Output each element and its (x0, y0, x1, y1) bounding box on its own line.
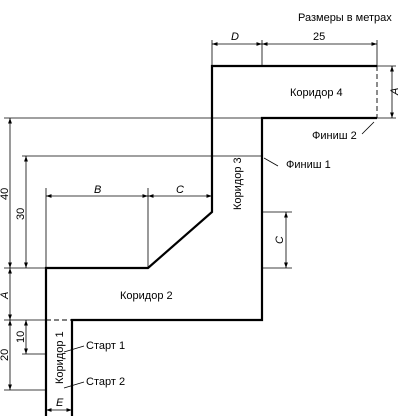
dim-20-label: 20 (0, 349, 11, 361)
units-caption: Размеры в метрах (298, 12, 392, 24)
dim-40-label: 40 (0, 188, 11, 200)
finish-1-label: Финиш 1 (286, 159, 331, 171)
dim-e-label: E (56, 397, 64, 409)
dim-a-right-label: A (389, 88, 401, 96)
corridor-1-label: Коридор 1 (54, 331, 66, 384)
dim-c-right-label: C (274, 236, 286, 244)
start-1-label: Старт 1 (86, 340, 125, 352)
dim-d-label: D (231, 31, 239, 43)
leader-lines (63, 121, 375, 389)
dim-10-label: 10 (15, 331, 27, 343)
corridor-3-label: Коридор 3 (232, 157, 244, 210)
start-2-label: Старт 2 (86, 376, 125, 388)
corridor-walls (44, 64, 378, 416)
dim-25-label: 25 (313, 31, 325, 43)
corridor-2-label: Коридор 2 (120, 290, 173, 302)
corridor-4-label: Коридор 4 (290, 87, 343, 99)
dim-30-label: 30 (15, 208, 27, 220)
dimension-lines (8, 42, 394, 412)
dim-c-top-label: C (176, 184, 184, 196)
dim-a-left-label: A (0, 292, 11, 300)
dim-b-label: B (94, 184, 101, 196)
finish-2-label: Финиш 2 (312, 130, 357, 142)
